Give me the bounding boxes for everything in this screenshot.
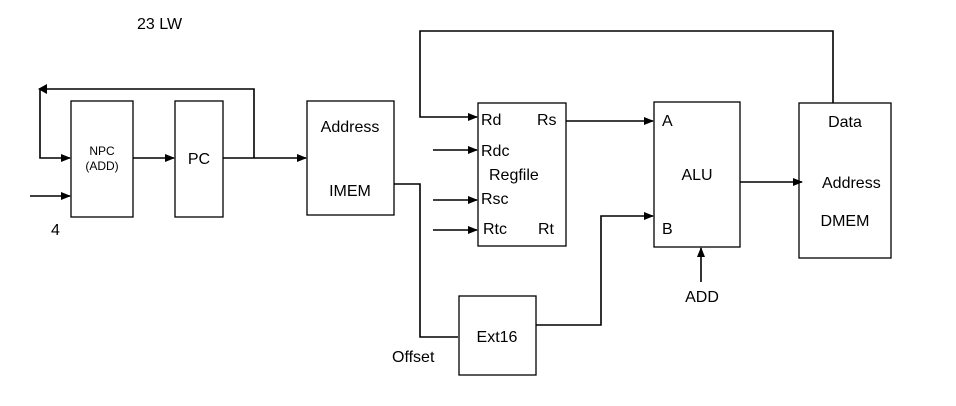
regfile-rd-port-label: Rd	[481, 112, 501, 129]
alu-b-port-label: B	[662, 221, 673, 238]
wire-dmem-writeback-to-rd	[419, 30, 834, 121]
regfile-label: Regfile	[489, 167, 539, 184]
regfile-rdc-port-label: Rdc	[481, 143, 509, 160]
const-4-label: 4	[51, 222, 60, 239]
pc-block	[174, 100, 224, 218]
dmem-block	[798, 102, 892, 259]
pc-label: PC	[188, 151, 210, 168]
dmem-label: DMEM	[821, 213, 870, 230]
imem-label: IMEM	[329, 183, 371, 200]
feedback-arrowhead	[38, 84, 47, 94]
dmem-data-port-label: Data	[828, 114, 862, 131]
npc-label-line1: NPC	[89, 144, 115, 158]
regfile-rtc-port-label: Rtc	[483, 221, 507, 238]
npc-label-line2: (ADD)	[85, 159, 118, 173]
ext16-block	[458, 295, 537, 376]
npc-block	[70, 100, 134, 218]
wire-ext16-to-alu-b	[536, 212, 654, 326]
wire-imem-offset-to-ext16	[394, 183, 458, 338]
offset-label: Offset	[392, 349, 435, 366]
alu-label: ALU	[681, 167, 712, 184]
alu-block	[653, 101, 741, 248]
dmem-address-port-label: Address	[822, 175, 881, 192]
regfile-rs-port-label: Rs	[537, 112, 557, 129]
diagram-title: 23 LW	[137, 16, 183, 33]
alu-a-port-label: A	[662, 113, 673, 130]
imem-block	[306, 100, 395, 216]
regfile-rsc-port-label: Rsc	[481, 191, 509, 208]
regfile-block	[477, 102, 567, 247]
imem-address-port-label: Address	[321, 119, 380, 136]
ext16-label: Ext16	[477, 329, 518, 346]
alu-op-label: ADD	[685, 289, 719, 306]
regfile-rt-port-label: Rt	[538, 221, 555, 238]
